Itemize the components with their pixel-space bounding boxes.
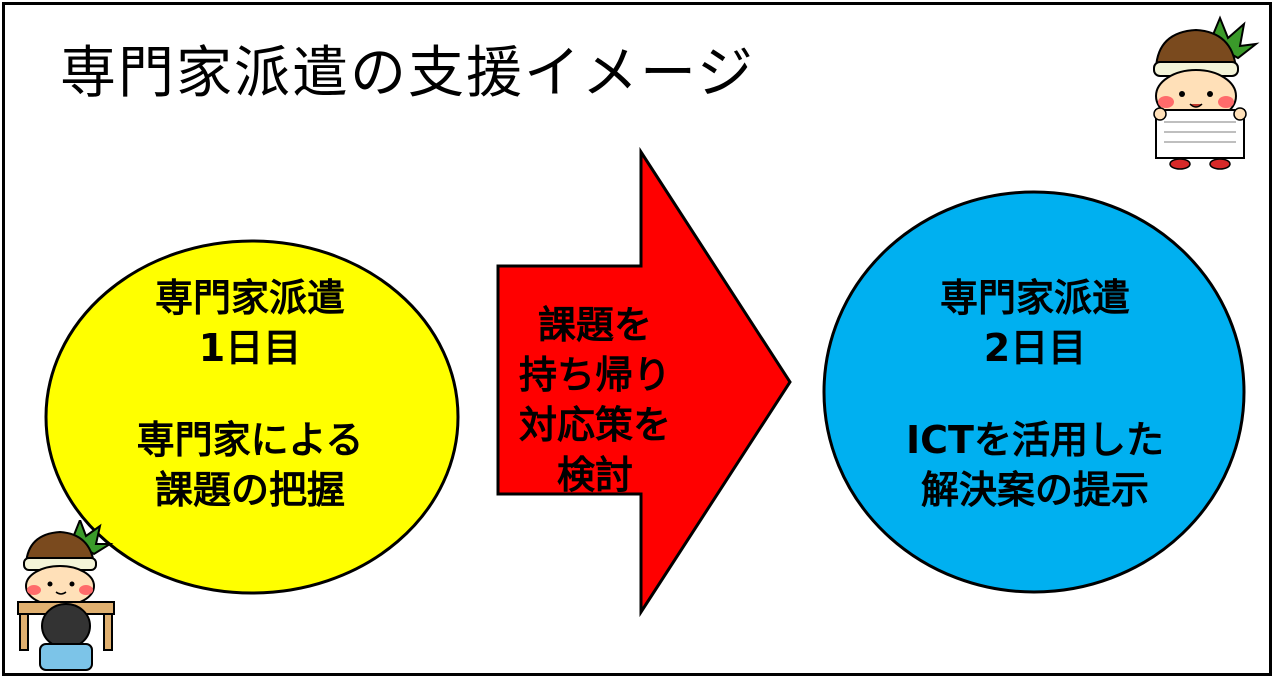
day2-label: 専門家派遣 2日目 ICTを活用した 解決案の提示 <box>855 273 1215 515</box>
mascot-at-desk-icon <box>17 520 115 671</box>
day1-line-2: 1日目 <box>198 326 302 370</box>
day2-line-1: 専門家派遣 <box>939 276 1130 320</box>
flow-arrow <box>496 146 792 618</box>
arrow-label: 課題を 持ち帰り 対応策を 検討 <box>495 300 695 500</box>
mascot-with-sign-icon <box>1153 15 1260 170</box>
arrow-line-3: 対応策を <box>518 403 671 447</box>
day1-line-1: 専門家派遣 <box>154 276 345 320</box>
arrow-line-1: 課題を <box>537 303 652 347</box>
page-title: 専門家派遣の支援イメージ <box>60 41 755 106</box>
arrow-line-4: 検討 <box>556 453 633 497</box>
day2-circle <box>822 190 1246 594</box>
day1-label: 専門家派遣 1日目 専門家による 課題の把握 <box>70 273 430 515</box>
day2-line-2: 2日目 <box>983 326 1087 370</box>
day2-line-4: 解決案の提示 <box>920 468 1149 512</box>
day1-line-3: 専門家による <box>136 418 364 462</box>
day1-line-4: 課題の把握 <box>154 468 345 512</box>
day2-line-3: ICTを活用した <box>906 418 1164 462</box>
day1-circle <box>44 239 460 595</box>
arrow-line-2: 持ち帰り <box>518 353 671 397</box>
